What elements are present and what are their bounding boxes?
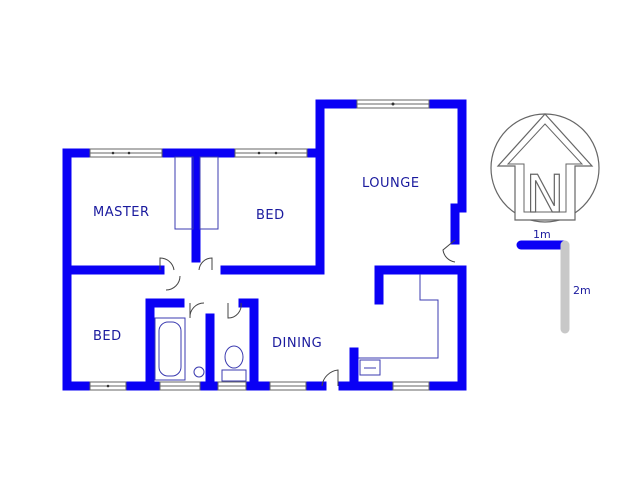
- window-bath-bottom: [159, 381, 201, 391]
- fixtures: [154, 156, 439, 382]
- room-labels: MASTER BED LOUNGE BED DINING: [93, 176, 420, 351]
- bathroom-wall: [145, 298, 185, 391]
- door-bathroom: [189, 302, 205, 319]
- door-master: [159, 257, 175, 271]
- door-lounge-side: [442, 239, 456, 263]
- scale-label-vertical: 2m: [573, 284, 591, 297]
- walls: [62, 99, 467, 391]
- windows: [89, 99, 430, 391]
- door-bed: [198, 257, 213, 271]
- window-bed-top: [234, 148, 308, 158]
- sink-icon: [359, 359, 381, 376]
- door-bed2: [165, 275, 181, 291]
- outer-wall-right: [338, 265, 467, 391]
- room-label-dining: DINING: [272, 336, 322, 351]
- outer-wall-bottom: [62, 265, 327, 391]
- kitchen-counter: [358, 274, 439, 359]
- room-label-master: MASTER: [93, 205, 150, 220]
- kitchen-wall: [374, 265, 467, 305]
- north-arrow-icon: N: [490, 113, 600, 226]
- window-toilet-bottom: [217, 381, 247, 391]
- doors: [159, 239, 456, 387]
- scale-label-horizontal: 1m: [533, 228, 551, 241]
- window-bed2-bottom: [89, 381, 127, 391]
- toilet-icon: [221, 345, 247, 382]
- door-toilet: [227, 302, 242, 319]
- window-lounge-top: [356, 99, 430, 109]
- compass-letter: N: [526, 165, 565, 225]
- room-label-bed: BED: [256, 208, 285, 223]
- wardrobe-bed: [199, 156, 219, 230]
- door-entrance: [321, 369, 339, 387]
- bathtub-icon: [154, 317, 186, 381]
- window-dining-bottom: [269, 381, 307, 391]
- wardrobe-master: [174, 156, 194, 230]
- window-kitchen-bottom: [392, 381, 430, 391]
- basin-icon: [193, 366, 205, 378]
- window-master-top: [89, 148, 163, 158]
- room-label-lounge: LOUNGE: [362, 176, 420, 191]
- scale-bar: 1m 2m: [516, 228, 591, 334]
- room-label-bed-2: BED: [93, 329, 122, 344]
- toilet-wall: [238, 298, 259, 391]
